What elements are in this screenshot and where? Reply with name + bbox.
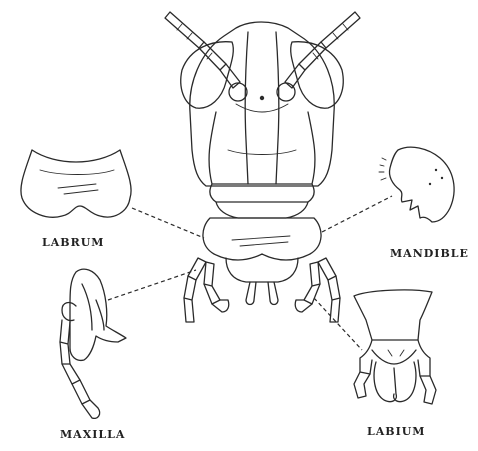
median-ocellus — [260, 96, 264, 100]
leader-line-maxilla — [108, 270, 196, 300]
label-labrum: LABRUM — [42, 236, 104, 249]
clypeus — [210, 184, 314, 202]
labium-part — [354, 290, 436, 404]
label-labium: LABIUM — [367, 425, 425, 438]
leader-line-mandible — [322, 196, 392, 232]
labrum-on-head — [203, 218, 321, 260]
leader-line-labrum — [132, 208, 204, 238]
antennal-socket-right — [277, 83, 295, 101]
maxillary-palp-left-on-head — [184, 258, 229, 322]
label-maxilla: MAXILLA — [60, 428, 125, 441]
leader-line-labium — [314, 298, 362, 350]
antenna-left — [165, 12, 240, 88]
labrum-part — [21, 150, 131, 217]
maxilla-part — [60, 269, 126, 418]
maxillary-palp-right-on-head — [295, 258, 340, 322]
grasshopper-head — [165, 12, 360, 322]
mandible-part — [379, 147, 454, 222]
label-mandible: MANDIBLE — [390, 247, 469, 260]
antennal-socket-left — [229, 83, 247, 101]
